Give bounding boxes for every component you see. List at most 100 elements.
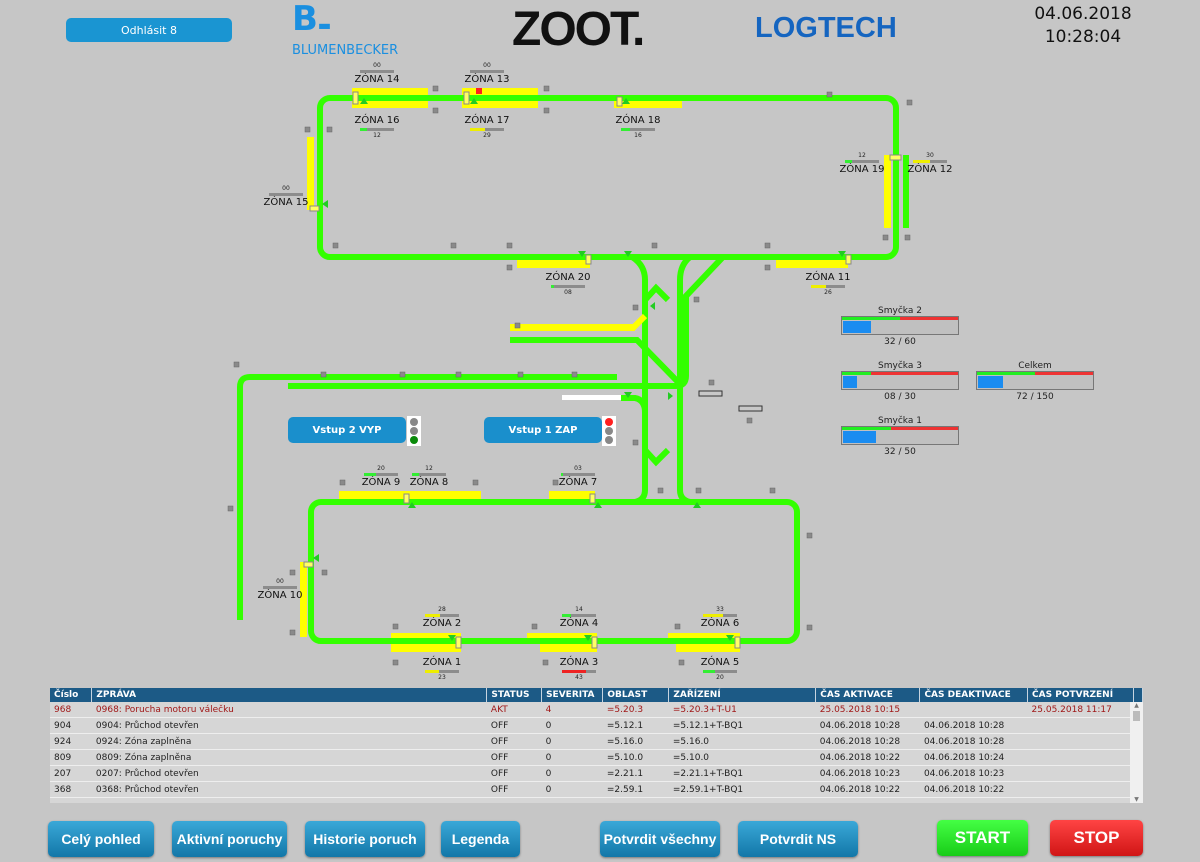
zone-fill-bar — [551, 285, 585, 288]
alarm-cell: =5.10.0 — [668, 749, 816, 766]
zone-label: ZÓNA 7 — [558, 477, 598, 488]
stop-button[interactable]: STOP — [1050, 820, 1143, 856]
zone-label: ZÓNA 10 — [257, 590, 303, 601]
column-header[interactable]: Číslo — [50, 688, 93, 702]
column-header[interactable]: OBLAST — [602, 688, 670, 702]
loop-gauge: Smyčka 2 32 / 60 — [841, 306, 959, 347]
alarm-cell: 924 — [50, 733, 92, 750]
alarm-cell: 0 — [541, 765, 603, 782]
zone-count: 30 — [926, 152, 934, 159]
buffer-markers — [698, 390, 763, 412]
zoot-logo: ZOOT. — [512, 3, 645, 56]
alarm-cell: =5.12.1+T-BQ1 — [668, 717, 816, 734]
alarm-cell: 207 — [50, 765, 92, 782]
zone-count: 28 — [438, 606, 446, 613]
zone-fill-bar — [470, 128, 504, 131]
alarm-cell — [919, 702, 1028, 718]
zone-fill-bar — [360, 128, 394, 131]
historie-poruch-button[interactable]: Historie poruch — [305, 821, 425, 857]
light-yellow — [605, 426, 613, 435]
column-header[interactable]: ČAS DEAKTIVACE — [919, 688, 1029, 702]
scroll-thumb[interactable] — [1133, 711, 1140, 721]
alarm-cell: 04.06.2018 10:22 — [815, 781, 920, 798]
column-header[interactable]: STATUS — [486, 688, 543, 702]
alarm-cell: =5.16.0 — [602, 733, 669, 750]
zone-fill-bar — [412, 473, 446, 476]
alarm-cell: 0207: Průchod otevřen — [91, 765, 487, 782]
loop-capacity-green — [842, 317, 900, 320]
light-red — [605, 417, 613, 426]
potvrdit-ns-button[interactable]: Potvrdit NS — [738, 821, 858, 857]
alarm-cell: 0968: Porucha motoru válečku — [91, 702, 487, 718]
logtech-logo: LOGTECH — [755, 12, 897, 44]
alarm-cell — [1027, 781, 1134, 798]
scroll-down-icon[interactable]: ▼ — [1134, 796, 1139, 803]
traffic-light-vstup-2 — [407, 416, 421, 446]
alarm-cell: 0 — [541, 781, 603, 798]
scroll-up-icon[interactable]: ▲ — [1134, 702, 1139, 709]
zone-fill — [562, 614, 571, 617]
potvrdit-vsechny-button[interactable]: Potvrdit všechny — [600, 821, 720, 857]
vstup-2-button[interactable]: Vstup 2 VYP — [288, 417, 406, 443]
alarm-cell: 04.06.2018 10:22 — [919, 781, 1028, 798]
cely-pohled-button[interactable]: Celý pohled — [48, 821, 154, 857]
zone-fill — [703, 614, 724, 617]
alarm-cell — [1027, 717, 1134, 734]
alarm-cell: =2.21.1 — [602, 765, 669, 782]
logout-button[interactable]: Odhlásit 8 — [66, 18, 232, 42]
alarm-cell: 0 — [541, 749, 603, 766]
loop-bar — [841, 426, 959, 445]
loop-capacity-green — [842, 427, 891, 430]
zone-count: 43 — [575, 674, 583, 681]
light-red — [410, 417, 418, 426]
sensor-squares — [227, 85, 913, 666]
zone-count: 12 — [425, 465, 433, 472]
zone-fill-bar — [562, 670, 596, 673]
loop-name: Celkem — [1018, 361, 1052, 371]
alarm-cell: 368 — [50, 781, 92, 798]
alarm-cell: =5.12.1 — [602, 717, 669, 734]
loop-capacity-green — [842, 372, 871, 375]
zone-fill-bar — [845, 160, 879, 163]
alarm-cell — [1027, 749, 1134, 766]
loop-name: Smyčka 1 — [878, 416, 922, 426]
zone-fill-bar — [269, 193, 303, 196]
column-header-spacer — [1133, 688, 1143, 702]
zone-fill — [551, 285, 555, 288]
zone-fill — [811, 285, 827, 288]
column-header[interactable]: ZAŘÍZENÍ — [668, 688, 817, 702]
vstup-1-button[interactable]: Vstup 1 ZAP — [484, 417, 602, 443]
loop-count: 32 / 50 — [884, 447, 916, 457]
start-button[interactable]: START — [937, 820, 1028, 856]
zone-label: ZÓNA 12 — [907, 164, 953, 175]
column-header[interactable]: ČAS POTVRZENÍ — [1027, 688, 1134, 702]
loop-gauge: Smyčka 1 32 / 50 — [841, 416, 959, 457]
zone-fill — [470, 128, 486, 131]
loop-capacity-red — [842, 427, 958, 430]
loop-bar — [841, 371, 959, 390]
traffic-light-vstup-1 — [602, 416, 616, 446]
zone-count: 23 — [438, 674, 446, 681]
zone-fill-bar — [360, 70, 394, 73]
column-header[interactable]: ZPRÁVA — [91, 688, 488, 702]
zone-count: 12 — [858, 152, 866, 159]
column-header[interactable]: ČAS AKTIVACE — [815, 688, 921, 702]
zone-count: 16 — [634, 132, 642, 139]
loop-bar — [976, 371, 1094, 390]
alarm-cell: =2.21.1+T-BQ1 — [668, 765, 816, 782]
legenda-button[interactable]: Legenda — [441, 821, 520, 857]
aktivni-poruchy-button[interactable]: Aktivní poruchy — [172, 821, 287, 857]
datetime: 04.06.2018 10:28:04 — [1030, 3, 1136, 49]
light-green — [410, 436, 418, 445]
zone-count: 14 — [575, 606, 583, 613]
zone-label: ZÓNA 13 — [464, 74, 510, 85]
alarm-cell: AKT — [486, 702, 542, 718]
column-header[interactable]: SEVERITA — [541, 688, 604, 702]
alarm-scrollbar[interactable]: ▲ ▼ — [1130, 702, 1143, 803]
